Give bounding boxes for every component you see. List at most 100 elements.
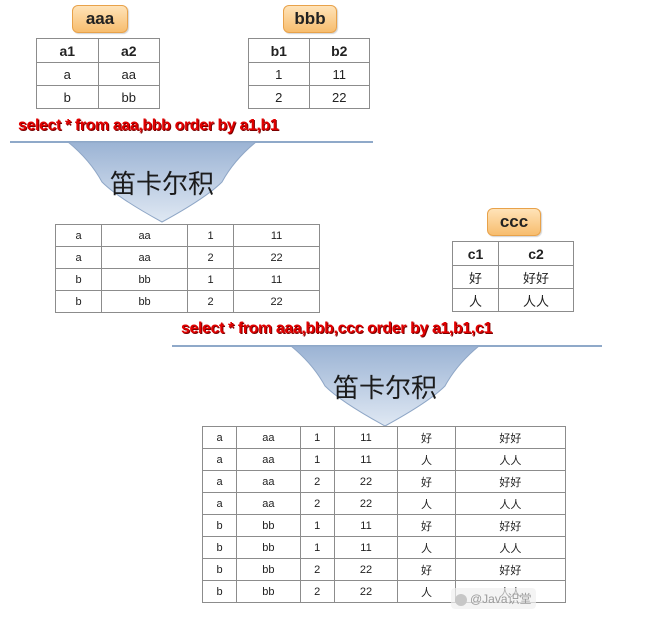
- cell: bb: [236, 514, 301, 537]
- cell: 1: [299, 536, 335, 559]
- header-c2: c2: [498, 241, 574, 266]
- cell: aa: [236, 448, 301, 471]
- cell: 好好: [454, 558, 567, 581]
- watermark-logo-icon: [455, 593, 467, 606]
- cell: 2: [186, 290, 235, 313]
- cell: 人: [452, 288, 499, 312]
- cell: b: [36, 85, 99, 109]
- cell: 1: [299, 426, 335, 449]
- cell: bb: [97, 85, 160, 109]
- cell: 人人: [454, 492, 567, 515]
- cell: b: [54, 290, 103, 313]
- cell: bb: [101, 268, 188, 291]
- cell: a: [54, 246, 103, 269]
- cell: 好: [397, 426, 456, 449]
- table-row: a aa 1 11 人 人人: [201, 448, 567, 471]
- cell: aa: [97, 62, 160, 86]
- cell: bb: [236, 558, 301, 581]
- cell: b: [54, 268, 103, 291]
- cell: 人: [397, 492, 456, 515]
- query-aaa-bbb-ccc: select * from aaa,bbb,ccc order by a1,b1…: [181, 320, 492, 337]
- cell: aa: [236, 492, 301, 515]
- cell: 11: [233, 268, 320, 291]
- cell: 好: [397, 558, 456, 581]
- cell: bb: [236, 536, 301, 559]
- cell: 1: [186, 268, 235, 291]
- table-name-aaa: aaa: [72, 5, 128, 33]
- table-name-bbb: bbb: [283, 5, 337, 33]
- cell: 2: [299, 492, 335, 515]
- cell: 好: [397, 514, 456, 537]
- table-row: a aa 1 11: [54, 224, 320, 247]
- cell: 好: [452, 265, 499, 289]
- cell: 1: [186, 224, 235, 247]
- table-row: b bb 1 11: [54, 268, 320, 291]
- cell: 22: [308, 85, 370, 109]
- cell: 2: [186, 246, 235, 269]
- table-row: b bb 2 22 好 好好: [201, 558, 567, 581]
- cell: 11: [308, 62, 370, 86]
- header-b2: b2: [308, 38, 370, 63]
- cell: 11: [333, 448, 399, 471]
- cell: 22: [333, 492, 399, 515]
- table-row: a aa 1 11 好 好好: [201, 426, 567, 449]
- cell: 2: [299, 558, 335, 581]
- cell: 1: [299, 448, 335, 471]
- product-table-aaa-bbb: a aa 1 11 a aa 2 22 b bb 1 11 b bb 2 22: [54, 224, 320, 313]
- table-bbb: b1 b2 1 11 2 22: [248, 38, 370, 109]
- table-ccc: c1 c2 好 好好 人 人人: [452, 241, 574, 312]
- query-aaa-bbb: select * from aaa,bbb order by a1,b1: [18, 117, 279, 134]
- cell: 好好: [498, 265, 574, 289]
- header-b1: b1: [248, 38, 310, 63]
- table-row: b bb 1 11 人 人人: [201, 536, 567, 559]
- cell: b: [201, 558, 238, 581]
- header-a2: a2: [97, 38, 160, 63]
- cell: 22: [333, 558, 399, 581]
- cell: 22: [233, 246, 320, 269]
- cell: 好好: [454, 514, 567, 537]
- cell: a: [201, 448, 238, 471]
- cell: b: [201, 536, 238, 559]
- cell: 2: [248, 85, 310, 109]
- cell: 好: [397, 470, 456, 493]
- cell: a: [201, 470, 238, 493]
- cell: 11: [333, 514, 399, 537]
- cell: bb: [101, 290, 188, 313]
- cell: b: [201, 580, 238, 603]
- cell: 人: [397, 448, 456, 471]
- cell: 11: [333, 426, 399, 449]
- cell: 22: [233, 290, 320, 313]
- cell: a: [36, 62, 99, 86]
- cell: 22: [333, 470, 399, 493]
- cell: aa: [236, 470, 301, 493]
- cell: 人人: [454, 448, 567, 471]
- cell: b: [201, 514, 238, 537]
- table-name-ccc: ccc: [487, 208, 541, 236]
- table-row: b bb 2 22: [54, 290, 320, 313]
- cell: 2: [299, 470, 335, 493]
- cell: aa: [236, 426, 301, 449]
- arrow-label: 笛卡尔积: [332, 374, 437, 404]
- header-c1: c1: [452, 241, 499, 266]
- table-row: a aa 2 22 人 人人: [201, 492, 567, 515]
- cell: 22: [333, 580, 399, 603]
- cell: 1: [248, 62, 310, 86]
- watermark-text: @Java识堂: [470, 592, 532, 606]
- cell: 人: [397, 536, 456, 559]
- cell: aa: [101, 224, 188, 247]
- cell: a: [54, 224, 103, 247]
- down-arrow-icon: [289, 345, 481, 427]
- table-aaa: a1 a2 a aa b bb: [36, 38, 160, 109]
- cell: aa: [101, 246, 188, 269]
- cell: 1: [299, 514, 335, 537]
- cell: 人人: [498, 288, 574, 312]
- arrow-label: 笛卡尔积: [109, 170, 214, 200]
- down-arrow-icon: [66, 141, 258, 223]
- table-row: a aa 2 22: [54, 246, 320, 269]
- cell: 好好: [454, 470, 567, 493]
- table-row: b bb 1 11 好 好好: [201, 514, 567, 537]
- table-row: a aa 2 22 好 好好: [201, 470, 567, 493]
- cell: 人: [397, 580, 456, 603]
- cartesian-product-arrow: 笛卡尔积: [66, 140, 258, 224]
- cell: 人人: [454, 536, 567, 559]
